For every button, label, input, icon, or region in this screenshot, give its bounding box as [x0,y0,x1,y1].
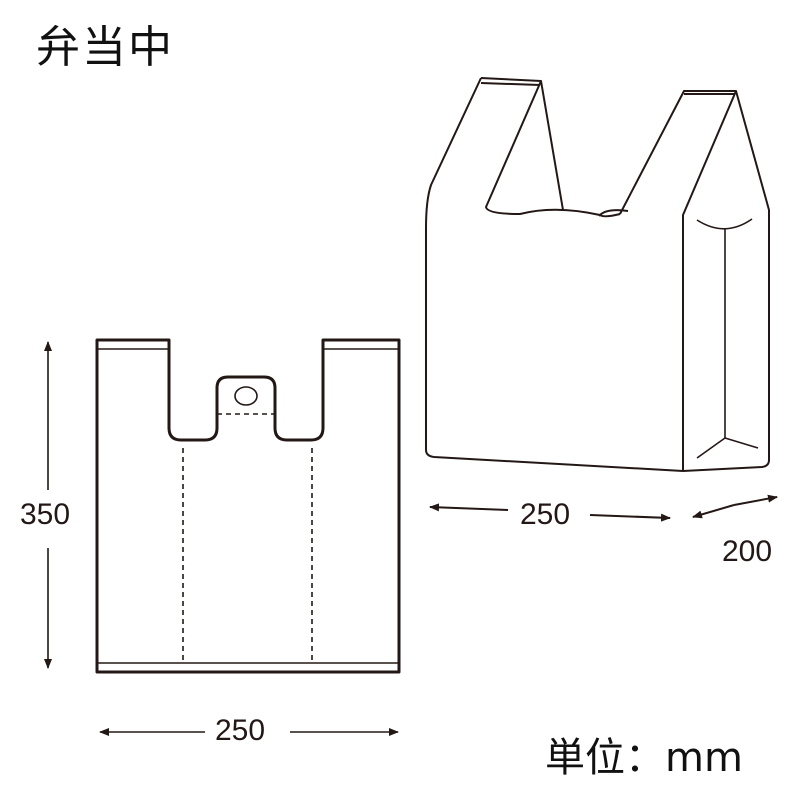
gusset-dimension-arrow [692,494,778,519]
hanging-hole-icon [234,386,258,406]
flat-bag-outline [95,338,401,674]
product-size-title: 弁当中 [36,22,174,73]
height-label: 350 [20,498,71,531]
perspective-bag-outline [425,77,770,472]
flat-bag-details [97,348,399,664]
gusset-fold-lines [696,218,759,459]
unit-label: 単位：mm [545,735,743,781]
perspective-width-label: 250 [520,498,571,531]
gusset-width-label: 200 [722,535,773,568]
perspective-width-dimension-arrow [429,503,671,522]
flat-width-label: 250 [215,714,266,747]
